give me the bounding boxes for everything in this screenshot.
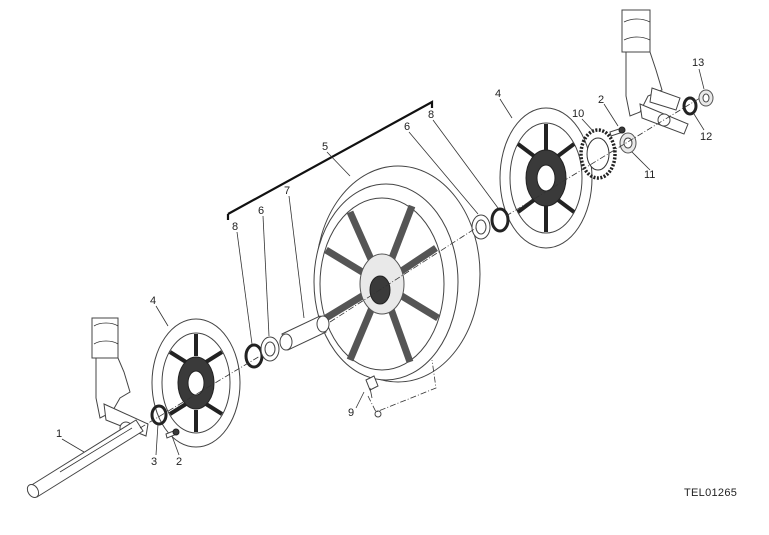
right-bearing-6 [471, 214, 491, 240]
front-wheel-axle [26, 419, 144, 499]
tyre-valve-9 [365, 375, 382, 418]
left-screw-2 [165, 428, 180, 439]
drawing-code: TEL01265 [684, 487, 737, 499]
left-bearing-6 [260, 336, 280, 362]
callout-2-left: 2 [176, 456, 182, 468]
axle-spacer-7 [279, 315, 330, 351]
front-wheel-rim [313, 165, 481, 383]
nut-13 [698, 89, 714, 107]
left-brake-disc [151, 318, 241, 448]
callout-9: 9 [348, 407, 354, 419]
callout-1: 1 [56, 428, 62, 440]
callout-11: 11 [644, 169, 655, 181]
callout-8-left: 8 [232, 221, 238, 233]
left-fork-leg [91, 317, 149, 437]
callout-12: 12 [700, 131, 712, 143]
callout-13: 13 [692, 57, 704, 69]
callout-2-right: 2 [598, 94, 604, 106]
callout-5: 5 [322, 141, 328, 153]
right-bearing-8 [490, 207, 510, 233]
seal-12 [682, 96, 698, 116]
assembly-axis-bar [226, 100, 434, 220]
left-spacer-3 [150, 404, 168, 426]
callout-10: 10 [572, 108, 584, 120]
callout-4-right: 4 [495, 88, 501, 100]
callout-8-right: 8 [428, 109, 434, 121]
alignment-lines [139, 97, 701, 429]
callout-labels: 1 2 3 4 8 6 7 5 6 8 4 10 2 11 12 13 9 [56, 57, 712, 468]
callout-6-left: 6 [258, 205, 264, 217]
callout-3: 3 [151, 456, 157, 468]
left-bearing-8 [244, 343, 264, 369]
callout-6-right: 6 [404, 121, 410, 133]
spacer-11 [619, 132, 637, 154]
leader-lines [61, 68, 705, 456]
right-brake-disc [499, 107, 593, 249]
callout-4-left: 4 [150, 295, 156, 307]
right-fork-leg [621, 9, 689, 135]
abs-tone-ring [579, 128, 617, 180]
callout-7: 7 [284, 185, 290, 197]
right-screw-2 [609, 126, 626, 137]
